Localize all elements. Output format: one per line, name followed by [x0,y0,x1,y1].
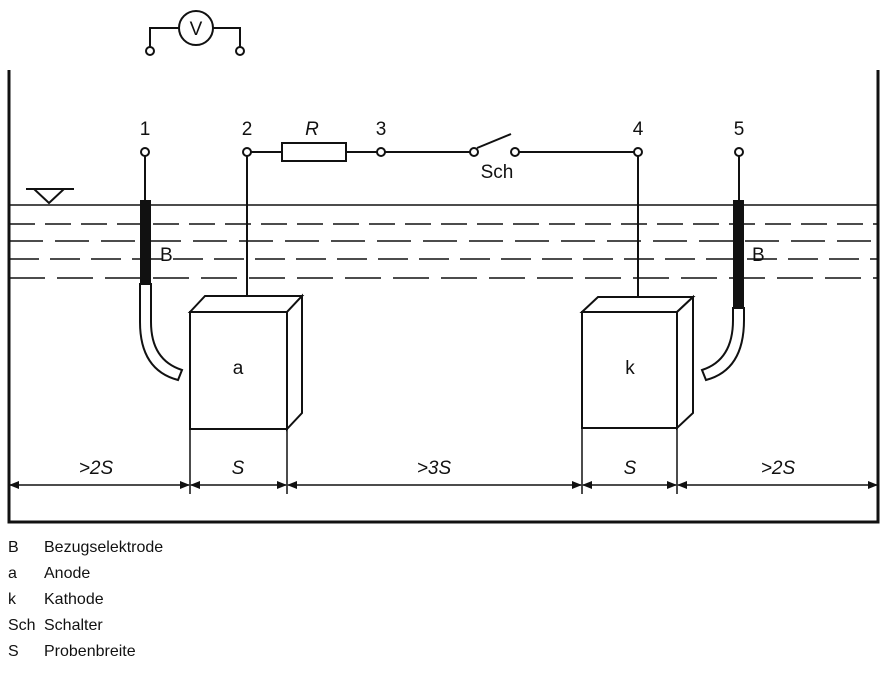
legend-text: Kathode [44,591,104,608]
reference-electrode-left [139,200,184,382]
legend-text: Bezugselektrode [44,539,164,556]
terminal-4-label: 4 [633,119,644,140]
voltmeter-icon [145,10,245,56]
water-level-icon [26,188,74,205]
resistor-icon [281,142,347,162]
anode-label: a [233,358,244,379]
resistor-label: R [305,119,319,140]
electrode-label-left: B [160,245,173,266]
legend-item: B Bezugselektrode [8,535,163,561]
terminal-1 [140,147,150,157]
terminal-1-label: 1 [140,119,151,140]
terminal-2 [242,147,252,157]
dimension-label-3: >3S [417,458,452,479]
switch-label: Sch [481,162,514,183]
dimension-label-1: >2S [79,458,114,479]
terminal-5 [734,147,744,157]
switch-icon [469,133,520,157]
terminal-4 [633,147,643,157]
legend-key: S [8,643,19,660]
legend: B Bezugselektrode a Anode k Kathode Sch Scha… [8,535,163,665]
legend-item: k Kathode [8,587,163,613]
terminals [140,147,744,157]
legend-item: a Anode [8,561,163,587]
terminal-3 [376,147,386,157]
corrosion-test-setup-diagram: V R Sch [7,10,880,524]
legend-key: B [8,539,19,556]
dimension-label-2: S [232,458,245,479]
legend-text: Anode [44,565,91,582]
anode-block [187,293,305,432]
legend-key: a [8,565,17,582]
voltmeter-symbol: V [190,19,203,40]
cathode-label: k [625,358,635,379]
dimension-label-5: >2S [761,458,796,479]
legend-item: S Probenbreite [8,639,163,665]
water-surface [9,204,878,279]
dimension-label-4: S [624,458,637,479]
cathode-block [579,294,696,431]
legend-text: Schalter [44,617,103,634]
terminal-5-label: 5 [734,119,745,140]
tank [7,70,880,524]
legend-item: Sch Schalter [8,613,163,639]
legend-key: Sch [8,617,36,634]
electrode-label-right: B [752,245,765,266]
terminal-3-label: 3 [376,119,387,140]
reference-electrode-right [700,200,745,382]
legend-key: k [8,591,16,608]
terminal-2-label: 2 [242,119,253,140]
circuit-wires [144,151,740,298]
legend-text: Probenbreite [44,643,136,660]
